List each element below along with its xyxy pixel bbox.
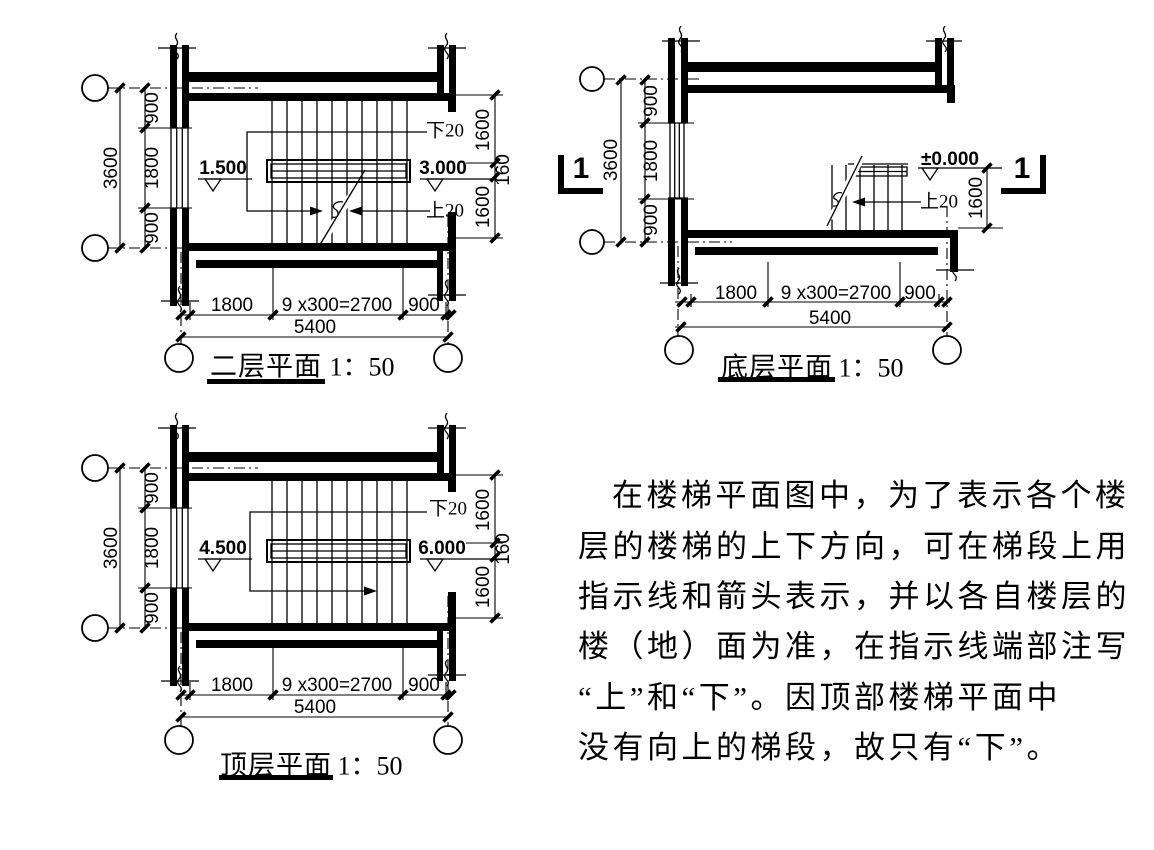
down-leader-arrow — [246, 131, 427, 216]
elevation-mark-right — [420, 178, 497, 193]
stair-treads — [271, 481, 408, 623]
p1-dim-bottom-1800: 1800 — [210, 295, 254, 316]
p1-dim-right-1600-bottom: 1600 — [473, 185, 494, 229]
p2-dim-left-900-top: 900 — [641, 85, 662, 117]
p1-elevation-right: 3.000 — [419, 158, 467, 179]
plan-second-floor — [81, 32, 503, 384]
wall-break-marks — [158, 412, 466, 693]
p3-dim-bottom-1800: 1800 — [210, 675, 254, 696]
up-arrow — [852, 197, 921, 207]
paragraph-line: 楼（地）面为准，在指示线端部注写 — [578, 629, 1130, 664]
dimension-lines — [113, 81, 503, 344]
section-cut-marks — [558, 155, 1046, 194]
elevation-mark-left — [198, 558, 252, 573]
p1-dim-right-160: 160 — [493, 154, 514, 186]
paragraph-line: 指示线和箭头表示，并以各自楼层的 — [578, 579, 1130, 614]
p3-elevation-left: 4.500 — [199, 538, 247, 559]
p3-dim-left-1800: 1800 — [142, 526, 163, 570]
p3-dim-bottom-total: 5400 — [293, 697, 337, 718]
p2-dim-bottom-1800: 1800 — [714, 283, 758, 304]
plan-ground-floor — [558, 25, 1046, 382]
p1-dim-right-1600-top: 1600 — [473, 108, 494, 152]
walls — [668, 38, 958, 286]
p3-dim-right-160: 160 — [493, 533, 514, 565]
p1-dim-left-1800: 1800 — [142, 146, 163, 190]
p2-plan-title: 底层平面 — [721, 352, 833, 383]
p2-direction-up-label: 上20 — [919, 191, 959, 213]
flight-break-line — [317, 169, 366, 249]
stair-treads — [831, 163, 908, 230]
dimension-lines — [614, 73, 1003, 334]
p3-plan-title: 顶层平面 — [220, 750, 332, 781]
p3-plan-scale: 1：50 — [337, 751, 403, 781]
p3-dim-left-total: 3600 — [101, 526, 122, 570]
p2-dim-bottom-treads: 9 x300=2700 — [780, 283, 892, 304]
p2-dim-bottom-total: 5400 — [808, 308, 852, 329]
handrail — [266, 159, 411, 183]
p1-elevation-left: 1.500 — [199, 158, 247, 179]
axis-circles — [81, 454, 463, 755]
title-underline — [219, 775, 333, 780]
walls — [170, 45, 456, 306]
down-leader-arrow — [249, 511, 427, 596]
p3-dim-left-900-top: 900 — [142, 472, 163, 504]
p2-dim-left-900-bottom: 900 — [641, 204, 662, 236]
walls — [170, 425, 456, 686]
stair-treads — [271, 101, 408, 243]
p1-dim-left-900-top: 900 — [142, 92, 163, 124]
p2-plan-scale: 1：50 — [838, 353, 904, 383]
wall-break-marks — [660, 25, 974, 295]
p1-direction-down-label: 下20 — [425, 120, 465, 142]
p1-direction-up-label: 上20 — [425, 200, 465, 222]
p2-elevation-right: ±0.000 — [921, 149, 979, 170]
p1-plan-title: 二层平面 — [210, 351, 322, 382]
p1-plan-scale: 1：50 — [329, 352, 395, 382]
up-arrow — [349, 206, 430, 216]
p1-dim-left-900-bottom: 900 — [142, 212, 163, 244]
p2-dim-left-1800: 1800 — [641, 139, 662, 183]
p3-dim-bottom-900: 900 — [408, 675, 440, 696]
title-underline — [207, 379, 325, 384]
paragraph-line: 层的楼梯的上下方向，可在梯段上用 — [578, 529, 1130, 564]
p3-dim-left-900-bottom: 900 — [142, 592, 163, 624]
p2-section-mark-right: 1 — [1013, 152, 1031, 185]
axis-circles — [81, 74, 463, 373]
p1-dim-bottom-treads: 9 x300=2700 — [281, 295, 393, 316]
wall-break-marks — [158, 32, 466, 313]
axis-lines — [604, 78, 948, 336]
paragraph-line: 没有向上的梯段，故只有“下”。 — [578, 730, 1062, 765]
axis-circles — [579, 66, 962, 365]
p2-dim-right-1600: 1600 — [966, 176, 987, 220]
title-underline — [718, 377, 835, 382]
p2-section-mark-left: 1 — [572, 152, 590, 185]
dimension-lines — [113, 461, 503, 724]
p1-dim-bottom-total: 5400 — [293, 317, 337, 338]
p1-dim-left-total: 3600 — [101, 146, 122, 190]
elevation-mark-right — [420, 558, 497, 573]
paragraph-line: “上”和“下”。因顶部楼梯平面中 — [578, 680, 1062, 715]
flight-break-line — [826, 155, 863, 227]
elevation-mark-left — [198, 178, 252, 193]
p3-direction-down-label: 下20 — [428, 498, 468, 520]
p3-dim-right-1600-bottom: 1600 — [473, 565, 494, 609]
paragraph-line: 在楼梯平面图中，为了表示各个楼 — [612, 478, 1130, 513]
p3-elevation-right: 6.000 — [418, 538, 466, 559]
p3-dim-bottom-treads: 9 x300=2700 — [281, 675, 393, 696]
p2-dim-left-total: 3600 — [601, 138, 622, 182]
handrail — [266, 539, 411, 563]
p3-dim-right-1600-top: 1600 — [473, 488, 494, 532]
p1-dim-bottom-900: 900 — [408, 295, 440, 316]
plan-top-floor — [81, 412, 503, 780]
p2-dim-bottom-900: 900 — [904, 283, 936, 304]
